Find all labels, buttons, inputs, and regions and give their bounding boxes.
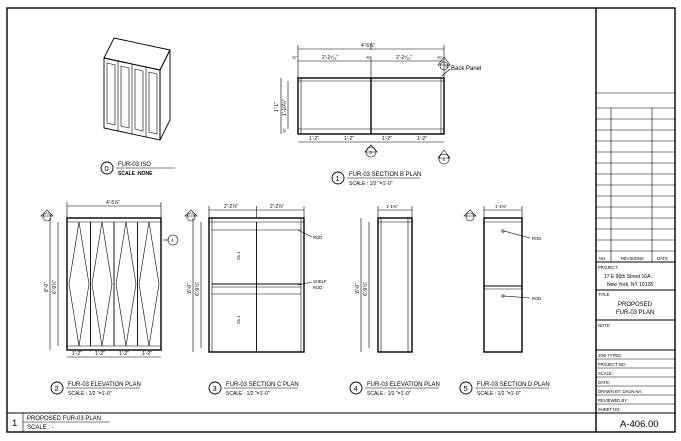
el2-bot-3: 1'-2": [119, 351, 129, 357]
rev-col-revisions: REVISIONS: [621, 256, 644, 261]
el4-label: FUR-03 ELEVATION PLAN: [367, 382, 440, 388]
tb-date: DATE:: [598, 380, 610, 385]
outer-border: [6, 7, 676, 433]
sb-dim-front: ¾": [282, 128, 287, 133]
sb-bot-1: 1'-2": [309, 136, 319, 142]
sc-dim-top2: 2'-2⅞": [270, 204, 284, 210]
iso-title: 0 FUR-03 ISO SCALE :NONE: [100, 161, 175, 177]
svg-text:2: 2: [55, 384, 59, 393]
sd-scale: SCALE : 1/2 "=1'-0": [477, 391, 521, 397]
svg-text:4: 4: [171, 238, 174, 243]
sb-marker-d: [438, 153, 450, 165]
elevation-4-title: 4 FUR-03 ELEVATION PLAN SCALE : 1/2 "=1'…: [349, 381, 440, 397]
iso-number: 0: [105, 164, 109, 173]
sb-dim-overall: 4'-5⅞": [361, 43, 375, 49]
el2-scale: SCALE : 1/2 "=1'-0": [68, 391, 112, 397]
sd-dim-top: 1'-1⅜": [495, 204, 507, 209]
el4-scale: SCALE : 1/2 "=1'-0": [367, 391, 411, 397]
sc-dim-inner: 6'-9⅞": [195, 282, 201, 296]
section-b-plan: 4'-5⅞" ¾" 2'-2⁷⁄₁₆" ¾" 2'-2⁷⁄₁₆" ¾" ¼" B…: [274, 43, 481, 165]
iso-label: FUR-03 ISO: [118, 162, 151, 168]
svg-text:3: 3: [370, 150, 373, 155]
main-label: PROPOSED FUR-03 PLAN: [27, 416, 101, 422]
sc-label-rod2: ROD: [313, 285, 322, 290]
section-b-title: 1 FUR-03 SECTION B PLAN SCALE : 1/2 "=1'…: [331, 171, 421, 187]
section-d-title: 5 FUR-03 SECTION D PLAN SCALE : 1/2 "=1'…: [459, 381, 550, 397]
el4-dim-inner: 6'-9⅞": [363, 282, 369, 296]
project-label: PROJECT: [598, 265, 618, 270]
iso-scale: SCALE :NONE: [118, 171, 153, 177]
section-c-plan: S1.1 S1.1 2'-2⅞" 2'-2⅞" 8'-0" 6'-9⅞" ROD…: [184, 204, 327, 353]
sb-back-panel: Back Panel: [451, 66, 481, 72]
sheet-number: A-406.00: [620, 419, 659, 430]
main-title: 1 PROPOSED FUR-03 PLAN SCALE : -: [12, 413, 110, 432]
tb-project-no: PROJECT NO:: [598, 362, 626, 367]
section-d-plan: 1'-1⅜" ROD ROD: [463, 204, 541, 353]
elevation-4: 1'-1⅜" 8'-0" 6'-9⅞": [355, 204, 413, 353]
address-line1: 17 E 96th Street 16A,: [604, 274, 652, 280]
sd-label-rod2: ROD: [532, 296, 541, 301]
elevation-2: 4'-5⅞" 8'-0" 6'-9⅞" 1'-2" 1'-2" 1'-2" 1'…: [40, 200, 179, 358]
tb-reviewed-by: REVIEWED BY:: [598, 398, 628, 403]
svg-text:1: 1: [336, 174, 340, 183]
main-number: 1: [12, 418, 17, 429]
sc-dim-top1: 2'-2⅞": [224, 204, 238, 210]
elevation-2-title: 2 FUR-03 ELEVATION PLAN SCALE : 1/2 "=1'…: [50, 381, 141, 397]
section-b-scale: SCALE : 1/2 "=1'-0": [349, 181, 393, 187]
sb-bot-3: 1'-2": [382, 136, 392, 142]
sd-label-rod: ROD: [532, 236, 541, 241]
sc-label-rod: ROD: [313, 235, 322, 240]
el2-dim-width: 4'-5⅞": [106, 200, 120, 206]
note-label: NOTE: [598, 323, 610, 328]
sb-dim-mid: ¾": [366, 55, 371, 60]
iso-view: [103, 37, 171, 141]
tb-sheet-no: SHEET NO:: [598, 407, 621, 412]
sb-bot-4: 1'-2": [417, 136, 427, 142]
title-block: NO. REVISIONS DATE PROJECT 17 E 96th Str…: [596, 92, 675, 430]
section-c-title: 3 FUR-03 SECTION C PLAN SCALE : 1/2 "=1'…: [208, 381, 299, 397]
title-label: TITLE: [598, 292, 610, 297]
el2-bot-4: 1'-2": [142, 351, 152, 357]
sc-label: FUR-03 SECTION C PLAN: [226, 382, 299, 388]
tb-job-types: JOB TYPES:: [598, 353, 622, 358]
rev-col-date: DATE: [657, 256, 668, 261]
section-b-label: FUR-03 SECTION B PLAN: [349, 172, 421, 178]
sb-dim-bay1: 2'-2⁷⁄₁₆": [322, 55, 339, 61]
sc-scale: SCALE : 1/2 "=1'-0": [226, 391, 270, 397]
el4-dim-top: 1'-1⅜": [386, 204, 398, 209]
el2-label: FUR-03 ELEVATION PLAN: [68, 382, 141, 388]
el4-dim-height: 8'-0": [355, 283, 361, 293]
rev-col-no: NO.: [599, 256, 606, 261]
sc-label-s1: S1.1: [236, 251, 241, 260]
tb-scale: SCALE:: [598, 371, 613, 376]
sb-dim-right: ¾": [437, 55, 442, 60]
sc-label-shelf: SHELF: [313, 279, 327, 284]
el2-dim-height: 8'-0": [44, 282, 50, 292]
svg-text:3: 3: [213, 384, 217, 393]
el2-dim-inner: 6'-9⅞": [52, 280, 58, 294]
sb-bot-2: 1'-2": [344, 136, 354, 142]
svg-text:5: 5: [464, 384, 468, 393]
sd-label: FUR-03 SECTION D PLAN: [477, 382, 550, 388]
tb-drawn-by: DRAWN BY: DAUN NA.: [598, 389, 643, 394]
address-line2: New York, NY 10128: [607, 282, 653, 288]
sc-dim-height: 8'-0": [187, 283, 193, 293]
sb-dim-left: ¾": [292, 55, 297, 60]
sb-dim-depth: 1'-1": [274, 102, 280, 112]
sc-label-s2: S1.1: [236, 315, 241, 324]
sb-marker-c: [365, 146, 377, 158]
title-line1: PROPOSED: [618, 302, 653, 308]
sb-dim-depth-inner: 1'-10¼": [282, 99, 288, 116]
sb-dim-bay2: 2'-2⁷⁄₁₆": [396, 55, 413, 61]
el2-bot-1: 1'-2": [72, 351, 82, 357]
el2-bot-2: 1'-2": [95, 351, 105, 357]
main-scale: SCALE : -: [27, 425, 54, 431]
svg-text:5: 5: [443, 157, 446, 162]
svg-text:4: 4: [354, 384, 358, 393]
title-line2: FUR-03 PLAN: [616, 310, 654, 316]
